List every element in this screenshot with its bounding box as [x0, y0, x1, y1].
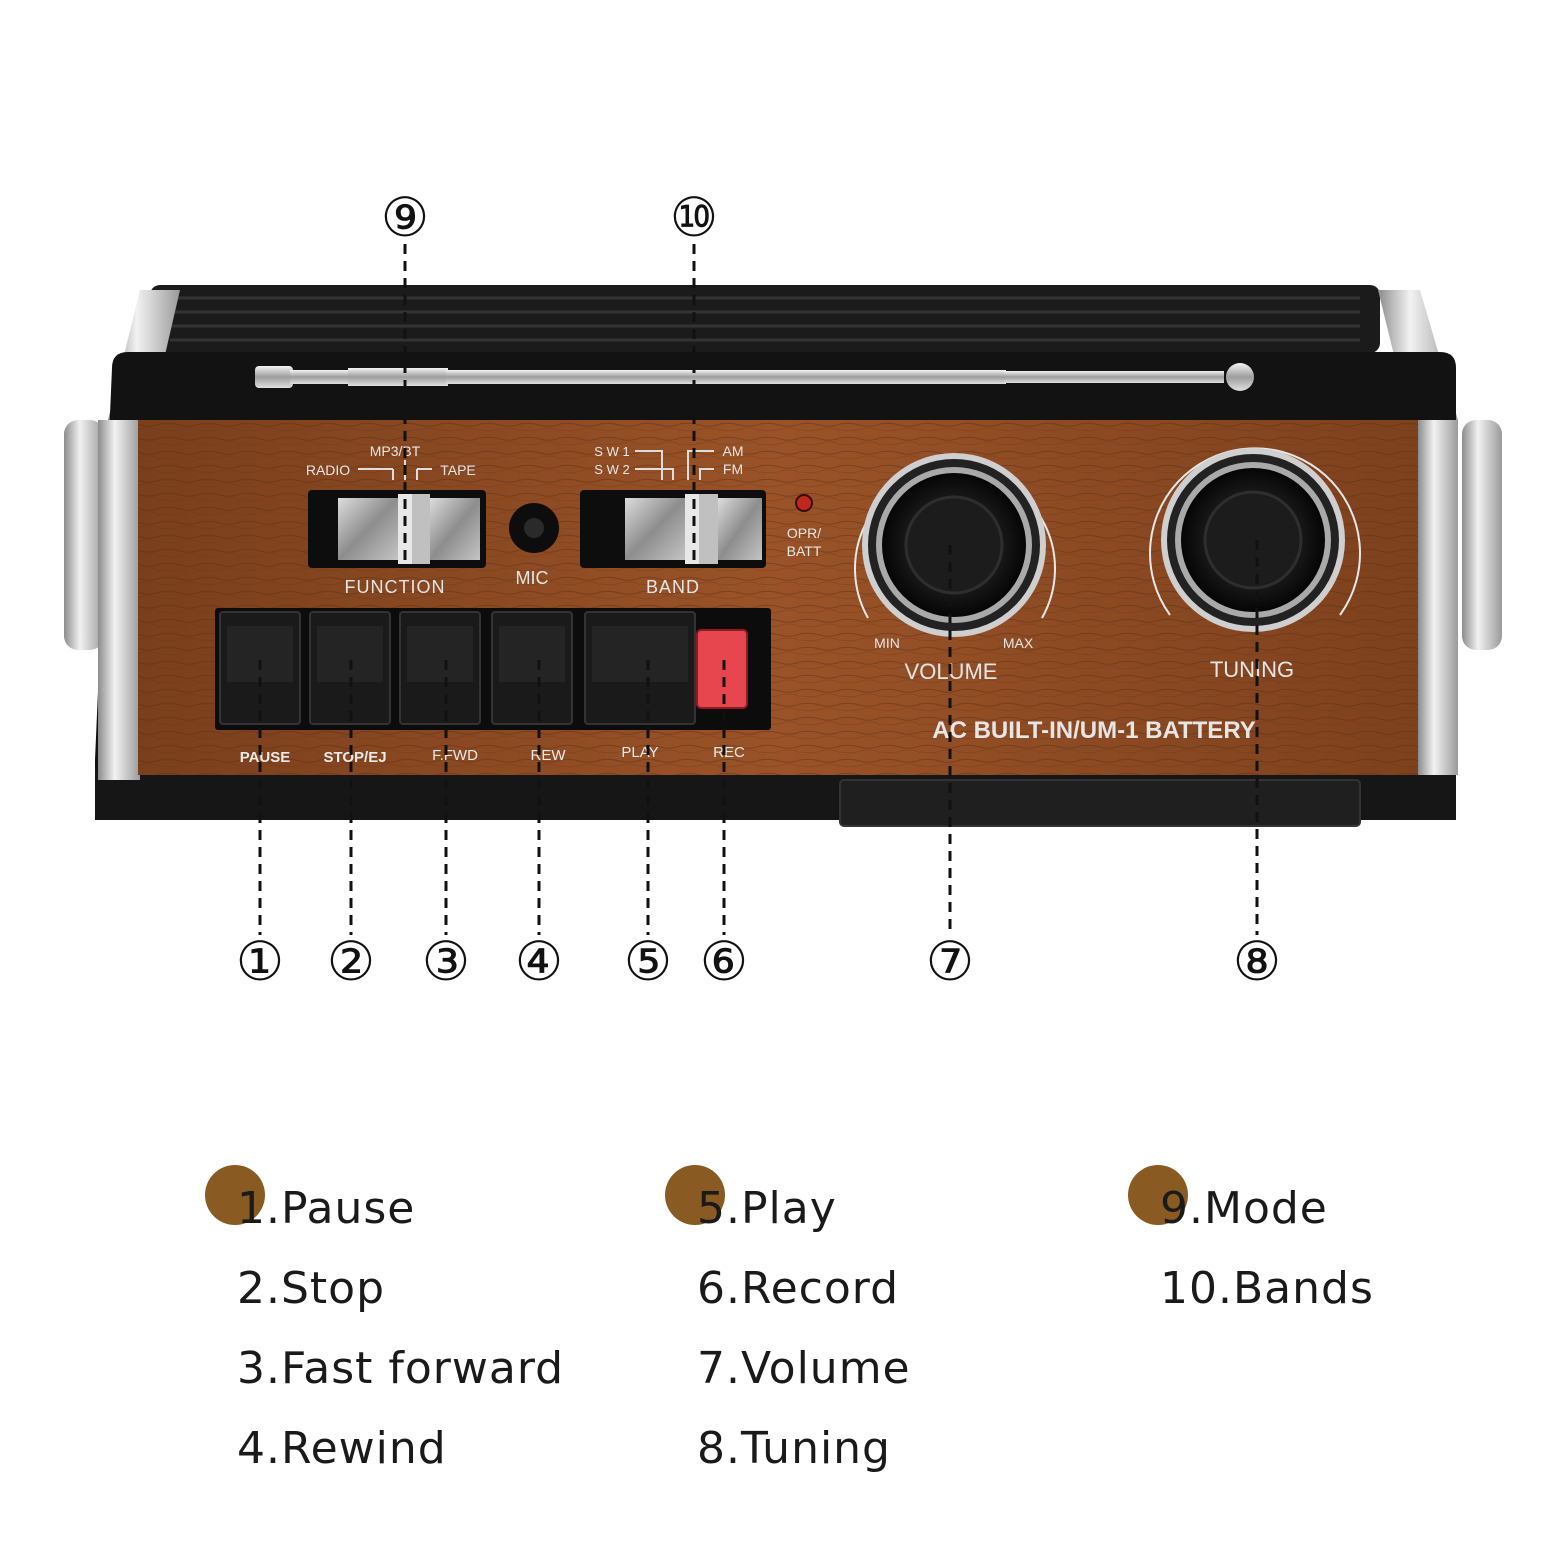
- fast-forward-button[interactable]: [399, 611, 481, 725]
- record-button[interactable]: [696, 629, 748, 709]
- function-tape-label: TAPE: [440, 462, 476, 478]
- rec-button-label: REC: [713, 744, 745, 761]
- legend-item: 7.Volume: [697, 1343, 911, 1394]
- band-sw2-label: S W 2: [594, 462, 629, 477]
- cassette-door-lip: [839, 779, 1361, 827]
- band-label: BAND: [646, 577, 700, 597]
- handle-ribs: [170, 296, 1360, 342]
- pause-button-label: PAUSE: [240, 749, 291, 766]
- rewind-button[interactable]: [491, 611, 573, 725]
- function-label: FUNCTION: [345, 577, 446, 597]
- carry-handle: [150, 285, 1380, 353]
- antenna: [255, 363, 1254, 391]
- volume-knob[interactable]: [854, 453, 1056, 637]
- band-fm-label: FM: [723, 461, 743, 477]
- left-chrome-panel: [98, 420, 140, 780]
- function-switch[interactable]: [308, 460, 486, 568]
- pause-button[interactable]: [219, 611, 301, 725]
- legend-item: 3.Fast forward: [237, 1343, 565, 1394]
- opr-batt-label-line1: OPR/: [787, 525, 821, 541]
- function-mp3bt-label: MP3/BT: [370, 443, 421, 459]
- play-button[interactable]: [584, 611, 696, 725]
- callouts: ① ② ③ ④ ⑤ ⑥ ⑦ ⑧ ⑨ ⑩: [236, 186, 1281, 993]
- legend-dot: [205, 1165, 265, 1225]
- callout-leaders: [258, 244, 1259, 935]
- legend-column-2: 5.Play 6.Record 7.Volume 8.Tuning: [665, 1165, 911, 1485]
- callout-1: ①: [236, 930, 284, 993]
- function-radio-label: RADIO: [306, 462, 350, 478]
- callout-6: ⑥: [700, 930, 748, 993]
- legend-item: 1.Pause: [237, 1183, 416, 1234]
- legend-item: 5.Play: [697, 1183, 837, 1234]
- callout-2: ②: [327, 930, 375, 993]
- left-chrome-arm: [64, 420, 104, 650]
- callout-3: ③: [422, 930, 470, 993]
- opr-batt-label-line2: BATT: [787, 543, 822, 559]
- play-button-label: PLAY: [621, 744, 658, 761]
- legend-item: 10.Bands: [1160, 1263, 1374, 1314]
- legend-column-1: 1.Pause 2.Stop 3.Fast forward 4.Rewind: [205, 1165, 564, 1485]
- volume-max-label: MAX: [1003, 635, 1034, 651]
- legend-item: 8.Tuning: [697, 1423, 891, 1474]
- volume-min-label: MIN: [874, 635, 900, 651]
- tuning-label: TUNING: [1210, 657, 1294, 682]
- legend-item: 6.Record: [697, 1263, 900, 1314]
- legend-item: 9.Mode: [1160, 1183, 1328, 1234]
- legend-item: 2.Stop: [237, 1263, 386, 1314]
- callout-9: ⑨: [381, 186, 429, 249]
- mic-label: MIC: [516, 568, 549, 588]
- legend-list: 9.Mode 10.Bands: [1160, 1169, 1374, 1329]
- ffwd-button-label: F.FWD: [432, 747, 478, 764]
- callout-4: ④: [515, 930, 563, 993]
- band-am-label: AM: [723, 443, 744, 459]
- band-switch[interactable]: [580, 450, 766, 568]
- rew-button-label: REW: [531, 747, 567, 764]
- callout-8: ⑧: [1233, 930, 1281, 993]
- right-chrome-panel: [1418, 420, 1458, 775]
- legend-dot: [1128, 1165, 1188, 1225]
- tuning-knob[interactable]: [1149, 447, 1361, 632]
- power-note: AC BUILT-IN/UM-1 BATTERY: [932, 717, 1256, 744]
- band-sw1-label: S W 1: [594, 444, 629, 459]
- legend-item: 4.Rewind: [237, 1423, 447, 1474]
- legend-list: 1.Pause 2.Stop 3.Fast forward 4.Rewind: [237, 1169, 564, 1489]
- power-led: [795, 494, 813, 512]
- callout-10: ⑩: [670, 186, 718, 249]
- legend-dot: [665, 1165, 725, 1225]
- callout-7: ⑦: [926, 930, 974, 993]
- callout-5: ⑤: [624, 930, 672, 993]
- right-chrome-arm: [1462, 420, 1502, 650]
- stop-button-label: STOP/EJ: [323, 749, 386, 766]
- mic-inner: [524, 518, 544, 538]
- legend-list: 5.Play 6.Record 7.Volume 8.Tuning: [697, 1169, 911, 1489]
- legend-column-3: 9.Mode 10.Bands: [1128, 1165, 1374, 1325]
